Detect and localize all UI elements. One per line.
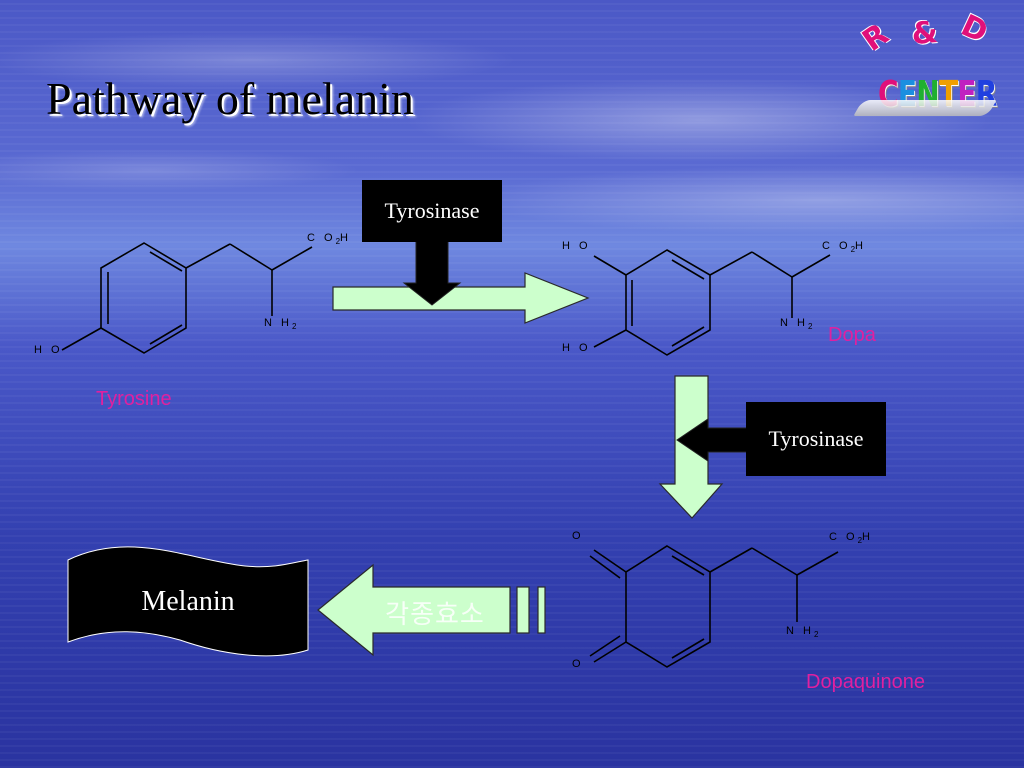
dopaquinone-structure <box>589 545 839 668</box>
logo-underline <box>853 100 997 116</box>
logo-letter-amp: & <box>910 15 940 53</box>
dopaquinone-oxo-bottom: O <box>572 658 584 670</box>
dopa-amine: N H2 <box>780 317 813 332</box>
enzyme-box-tyrosinase-1: Tyrosinase <box>362 180 502 242</box>
dopa-label: Dopa <box>828 324 876 346</box>
arrow-tail-bar-1 <box>516 586 530 634</box>
dopa-structure <box>593 249 831 356</box>
melanin-banner <box>67 546 309 657</box>
tyrosine-carboxyl: C O2H <box>307 232 351 247</box>
tyrosine-hydroxyl: H O <box>34 344 63 356</box>
dopa-hydroxyl-top: H O <box>562 240 591 252</box>
dopa-carboxyl: C O2H <box>822 240 866 255</box>
tyrosine-structure <box>61 242 313 354</box>
enzyme1-down-arrow <box>402 239 462 306</box>
arrow-tail-bar-2 <box>537 586 546 634</box>
enzyme-box-tyrosinase-2: Tyrosinase <box>746 402 886 476</box>
dopaquinone-oxo-top: O <box>572 530 584 542</box>
enzyme2-left-arrow <box>676 418 749 462</box>
arrow-tyrosine-to-dopa <box>332 272 590 324</box>
dopaquinone-amine: N H2 <box>786 625 819 640</box>
enzyme-various-label: 각종효소 <box>385 599 485 629</box>
dopaquinone-label: Dopaquinone <box>806 671 925 693</box>
melanin-label: Melanin <box>141 586 235 617</box>
arrow-dopaquinone-to-melanin <box>317 563 511 657</box>
dopa-hydroxyl-bottom: H O <box>562 342 591 354</box>
dopaquinone-carboxyl: C O2H <box>829 531 873 546</box>
tyrosine-amine: N H2 <box>264 317 297 332</box>
tyrosine-label: Tyrosine <box>96 388 172 410</box>
slide-title: Pathway of melanin <box>46 73 414 124</box>
